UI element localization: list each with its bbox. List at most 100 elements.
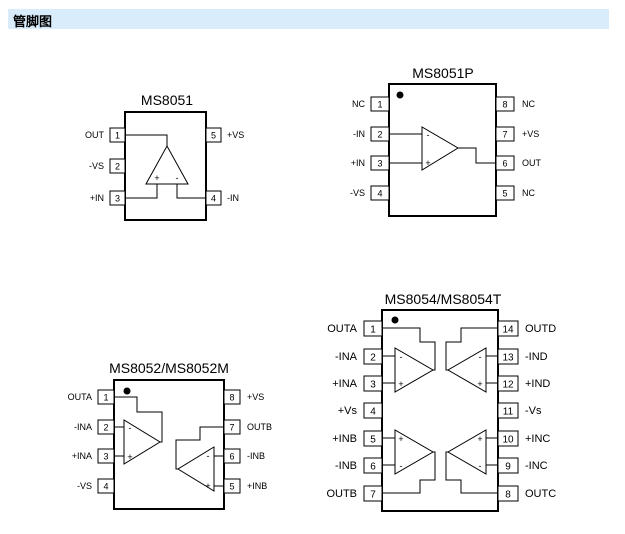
plus-sign: +: [127, 452, 132, 462]
svg-text:3: 3: [115, 194, 120, 204]
wire-outa: [114, 396, 163, 443]
svg-text:8: 8: [229, 393, 234, 403]
svg-text:-: -: [479, 352, 482, 362]
svg-text:2: 2: [115, 162, 120, 172]
pin-label: +IND: [525, 378, 550, 390]
pin-label: +Vs: [338, 405, 358, 417]
svg-text:2: 2: [370, 353, 376, 364]
svg-text:11: 11: [503, 407, 514, 418]
svg-text:4: 4: [370, 407, 376, 418]
wire-outb: [175, 426, 224, 470]
opamp-triangle: [145, 144, 189, 185]
pin-4: 4 +Vs: [338, 402, 383, 419]
pin-label: OUTB: [247, 422, 272, 432]
opamp-triangle: [421, 126, 459, 171]
pin-10: 10 +INC: [497, 430, 550, 447]
pin-label: OUTD: [525, 323, 556, 335]
pin-7: 7 +VS: [495, 126, 539, 142]
opamp-d-triangle: [447, 347, 487, 393]
svg-text:-: -: [400, 461, 403, 471]
wire-minus-in: [176, 184, 206, 199]
pin-5: 5 NC: [495, 185, 535, 201]
pin-6: 6 OUT: [495, 155, 542, 171]
minus-sign: -: [207, 451, 210, 461]
svg-text:-: -: [400, 352, 403, 362]
svg-text:2: 2: [377, 130, 382, 140]
pin1-marker-dot: [391, 316, 399, 324]
pin-3: 3 +INA: [72, 448, 115, 464]
wire-outd: [445, 327, 498, 371]
pin-5: 5 +INB: [223, 478, 267, 494]
svg-text:5: 5: [229, 482, 234, 492]
pin-label: +INC: [525, 433, 550, 445]
svg-text:7: 7: [502, 130, 507, 140]
pin-label: -IN: [353, 129, 365, 139]
svg-text:5: 5: [502, 189, 507, 199]
pin-label: -VS: [350, 188, 365, 198]
pin-4: 4 -VS: [350, 185, 390, 201]
pin-label: -VS: [89, 161, 104, 171]
pin-2: 2 -INA: [74, 419, 115, 435]
pin-label: +IN: [351, 158, 365, 168]
pin-8: 8 +VS: [223, 389, 264, 405]
chip-title: MS8052/MS8052M: [109, 360, 229, 376]
pin-label: OUTA: [68, 392, 92, 402]
pin-label: -INB: [335, 460, 357, 472]
pin-11: 11 -Vs: [497, 402, 542, 419]
wire-out: [458, 147, 496, 164]
pin-label: +VS: [227, 130, 244, 140]
chip-ms8051p: MS8051P 1 NC 2 -IN 3 +IN 4 -VS 8 NC: [350, 65, 542, 217]
opamp-c-triangle: [447, 429, 487, 475]
svg-text:+: +: [477, 434, 482, 444]
opamp-b-triangle: [177, 446, 215, 492]
svg-text:7: 7: [229, 423, 234, 433]
svg-text:1: 1: [377, 100, 382, 110]
svg-text:10: 10: [502, 435, 514, 446]
chip-ms8054: MS8054/MS8054T 1 OUTA 2 -INA 3 +INA 4 +V…: [326, 291, 556, 512]
svg-text:+: +: [477, 379, 482, 389]
pin-9: 9 -INC: [497, 457, 548, 474]
svg-text:5: 5: [211, 131, 216, 141]
pin-8: 8 OUTC: [497, 485, 556, 502]
svg-text:14: 14: [502, 325, 514, 336]
opamp-b-triangle: [394, 429, 434, 475]
pin-label: +INA: [332, 378, 357, 390]
wire-outb: [382, 451, 436, 494]
svg-text:5: 5: [370, 435, 376, 446]
pin-3: 3 +INA: [332, 375, 383, 392]
svg-text:3: 3: [370, 380, 376, 391]
section-header: 管脚图: [8, 9, 609, 30]
wire-outc: [445, 451, 498, 494]
pin-label: NC: [522, 99, 535, 109]
pin-label: -IND: [525, 351, 548, 363]
chip-title: MS8051: [141, 92, 193, 108]
svg-text:13: 13: [502, 353, 514, 364]
pin-label: +VS: [522, 129, 539, 139]
pin-label: -Vs: [525, 405, 542, 417]
pin-4: 4 -VS: [77, 478, 115, 494]
pin-2: 2 -INA: [335, 348, 383, 365]
svg-text:1: 1: [103, 393, 108, 403]
pin-label: +INB: [247, 481, 267, 491]
svg-text:8: 8: [505, 490, 511, 501]
svg-text:9: 9: [505, 462, 511, 473]
pin-2: 2 -VS: [89, 158, 126, 174]
svg-text:+: +: [398, 434, 403, 444]
pin-7: 7 OUTB: [326, 485, 383, 502]
minus-sign: -: [129, 423, 132, 433]
pin-5: 5 +VS: [205, 127, 244, 143]
pin-13: 13 -IND: [497, 348, 548, 365]
pin-1: 1 OUT: [85, 127, 126, 143]
pin-1: 1 OUTA: [327, 320, 383, 337]
opamp-a-triangle: [123, 419, 161, 465]
pin-1: 1 NC: [352, 96, 390, 112]
pin-label: +IN: [90, 193, 104, 203]
minus-sign: -: [176, 173, 179, 183]
svg-text:6: 6: [370, 462, 376, 473]
opamp-a-triangle: [394, 347, 434, 393]
pin-label: -INA: [74, 422, 92, 432]
svg-text:4: 4: [211, 194, 216, 204]
wire-plus-in: [125, 184, 158, 199]
pin-label: OUTC: [525, 488, 556, 500]
plus-sign: +: [205, 481, 210, 491]
